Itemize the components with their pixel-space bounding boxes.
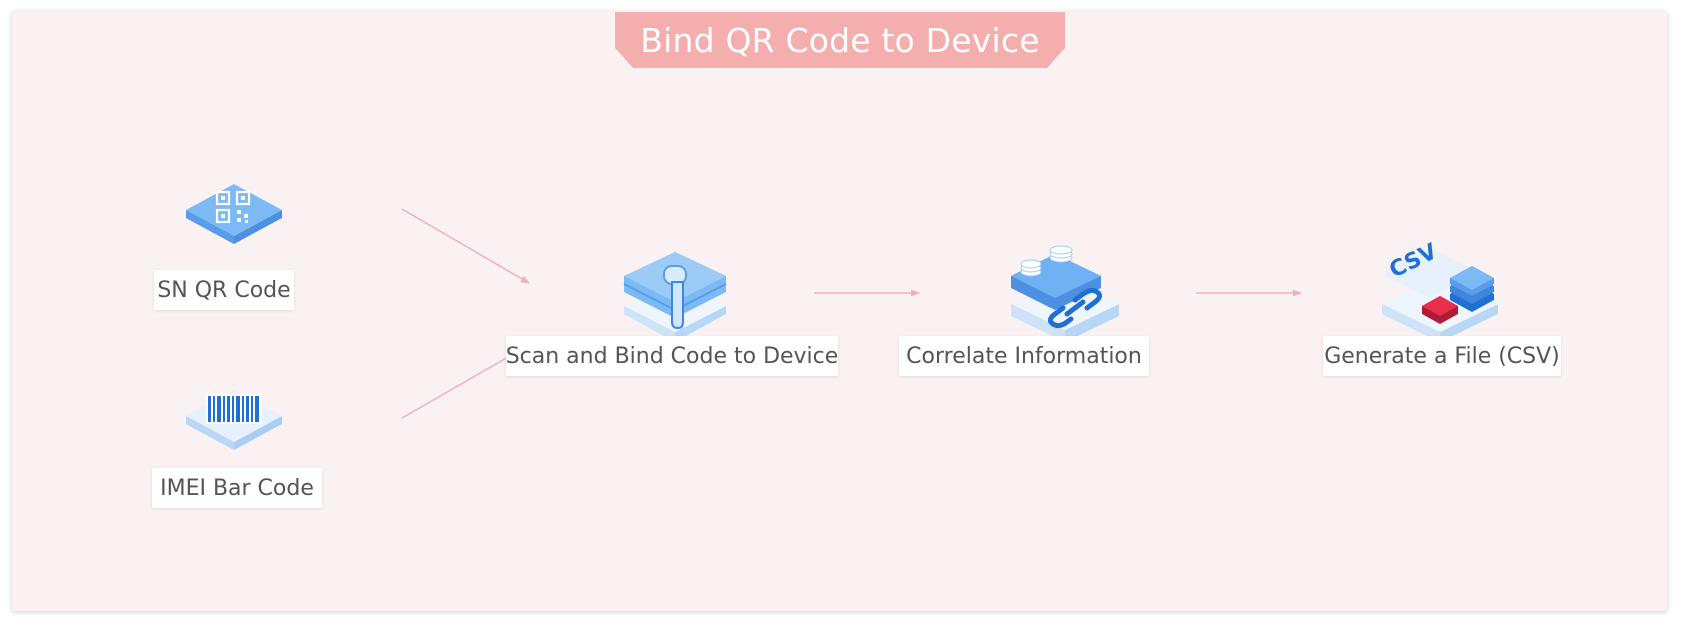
label-sn-qr-code: SN QR Code (154, 270, 294, 310)
label-scan-and-bind: Scan and Bind Code to Device (506, 336, 838, 376)
label-imei-bar-code: IMEI Bar Code (152, 468, 322, 508)
diagram-canvas: Bind QR Code to Device (12, 12, 1667, 611)
diagram-title: Bind QR Code to Device (615, 12, 1065, 68)
csv-file-icon: CSV (1382, 242, 1498, 342)
barcode-scanner-icon (623, 252, 727, 342)
arrow-sn-to-scan (401, 208, 530, 284)
qr-code-icon (186, 184, 282, 244)
database-link-icon (1011, 245, 1119, 342)
label-generate-csv: Generate a File (CSV) (1323, 336, 1561, 376)
barcode-icon (186, 390, 282, 450)
label-correlate-information: Correlate Information (899, 336, 1149, 376)
